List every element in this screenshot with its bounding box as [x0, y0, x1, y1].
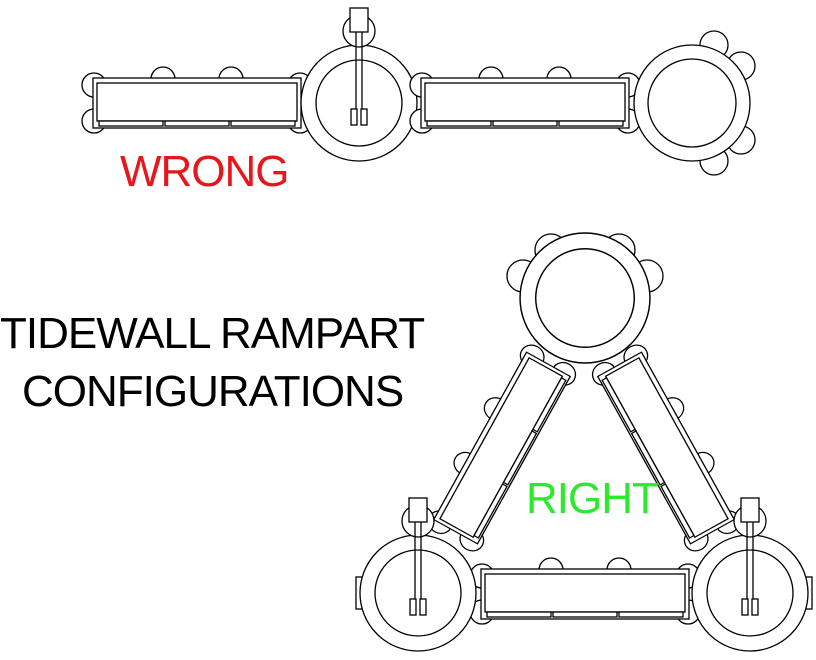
wall-segment: [469, 557, 701, 625]
gate-tower: [691, 497, 813, 652]
page-title-line-2: CONFIGURATIONS: [22, 367, 404, 416]
wall-segment: [409, 66, 641, 134]
gate-tower: [355, 497, 477, 652]
wrong-config: [81, 7, 756, 176]
page-title-line-1: TIDEWALL RAMPART: [0, 309, 425, 358]
wrong-label: WRONG: [120, 147, 290, 196]
right-config: [355, 232, 813, 652]
round-tower: [633, 30, 756, 176]
round-tower: [506, 232, 664, 364]
gate-tower: [300, 7, 418, 162]
right-label: RIGHT: [526, 474, 659, 523]
wall-segment: [81, 66, 313, 134]
